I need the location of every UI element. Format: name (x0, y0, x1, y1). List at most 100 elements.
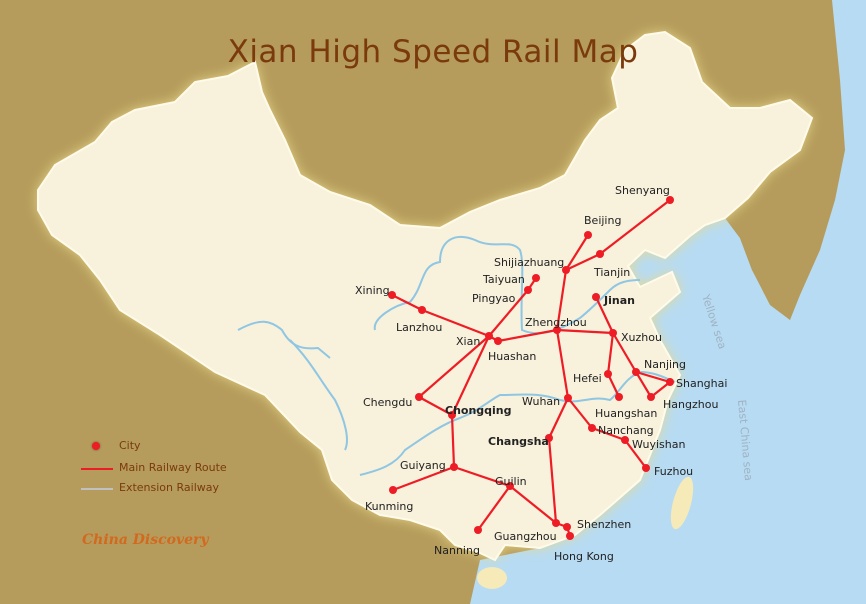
city-label: Nanning (434, 544, 480, 557)
city-label: Huashan (488, 350, 536, 363)
city-label: Jinan (603, 294, 635, 307)
city-guilin: Guilin (495, 475, 527, 490)
city-label: Taiyuan (482, 273, 525, 286)
route-nanchang-wuyishan (591, 426, 626, 442)
legend-extension-label: Extension Railway (119, 481, 219, 494)
sea (470, 0, 866, 604)
korea (725, 170, 805, 320)
city-chengdu: Chengdu (363, 393, 423, 409)
city-dot-icon (545, 434, 553, 442)
china-land (37, 30, 814, 562)
route-nanjing-shanghai (635, 370, 671, 384)
city-dot-icon (532, 274, 540, 282)
city-label: Fuzhou (654, 465, 693, 478)
city-wuhan: Wuhan (522, 394, 572, 408)
railway-routes (391, 199, 671, 537)
hainan (477, 567, 507, 589)
taiwan (670, 476, 694, 530)
city-dot-icon (666, 196, 674, 204)
route-zhengzhou-wuhan (555, 329, 570, 399)
city-dot-icon (621, 436, 629, 444)
city-guangzhou: Guangzhou (494, 519, 560, 543)
city-dot-icon (506, 482, 514, 490)
city-dot-icon (584, 231, 592, 239)
city-dot-icon (588, 424, 596, 432)
city-huashan: Huashan (488, 337, 536, 363)
city-taiyuan: Taiyuan (482, 273, 540, 286)
city-changsha: Changsha (488, 434, 553, 448)
route-wuhan-changsha (548, 397, 569, 439)
route-guiyang-guilin (453, 465, 511, 488)
city-label: Beijing (584, 214, 621, 227)
city-hangzhou: Hangzhou (647, 393, 718, 411)
city-xining: Xining (355, 284, 396, 299)
city-guiyang: Guiyang (400, 459, 458, 472)
city-nanning: Nanning (434, 526, 482, 557)
city-lanzhou: Lanzhou (396, 306, 442, 334)
city-zhengzhou: Zhengzhou (525, 316, 587, 334)
city-dot-icon (474, 526, 482, 534)
city-dot-icon (552, 519, 560, 527)
city-hefei: Hefei (573, 370, 612, 385)
city-shanghai: Shanghai (666, 377, 727, 390)
route-xuzhou-nanjing (612, 332, 637, 373)
city-dot-icon (524, 286, 532, 294)
map-title: Xian High Speed Rail Map (227, 34, 639, 70)
city-wuyishan: Wuyishan (621, 436, 685, 451)
route-xining-lanzhou (391, 294, 423, 311)
city-label: Xuzhou (621, 331, 662, 344)
city-shenzhen: Shenzhen (563, 518, 631, 531)
route-hefei-huangshan (607, 373, 620, 398)
city-nanjing: Nanjing (632, 358, 686, 376)
city-label: Shenyang (615, 184, 670, 197)
city-huangshan: Huangshan (595, 393, 657, 420)
city-label: Hefei (573, 372, 602, 385)
city-dot-icon (494, 337, 502, 345)
city-dot-icon (562, 266, 570, 274)
legend-city-label: City (119, 439, 141, 452)
route-wuyishan-fuzhou (624, 439, 647, 469)
city-label: Tianjin (593, 266, 630, 279)
city-dot-icon (632, 368, 640, 376)
city-xian: Xian (456, 332, 493, 348)
city-dot-icon (592, 293, 600, 301)
route-shijiazhuang-zhengzhou (555, 269, 568, 331)
city-dot-icon (448, 411, 456, 419)
city-chongqing: Chongqing (445, 404, 512, 419)
city-label: Lanzhou (396, 321, 442, 334)
city-dot-icon (553, 326, 561, 334)
city-dot-icon (564, 394, 572, 402)
city-dot-icon (415, 393, 423, 401)
route-guilin-nanning (477, 485, 511, 531)
city-dot-icon (609, 329, 617, 337)
city-dot-icon (604, 370, 612, 378)
route-nanjing-hangzhou (635, 371, 652, 398)
route-jinan-xuzhou (595, 296, 614, 334)
city-dot-icon (450, 463, 458, 471)
city-dot-icon (596, 250, 604, 258)
city-dot-icon (666, 378, 674, 386)
grey-line-icon (81, 488, 113, 490)
city-dot-icon (418, 306, 426, 314)
city-dot-icon (92, 442, 100, 450)
city-label: Hangzhou (663, 398, 718, 411)
city-shijiazhuang: Shijiazhuang (494, 256, 570, 274)
city-label: Chongqing (445, 404, 512, 417)
route-beijing-shijiazhuang (565, 234, 589, 271)
city-label: Chengdu (363, 396, 412, 409)
city-label: Wuyishan (632, 438, 685, 451)
city-nanchang: Nanchang (588, 424, 654, 437)
city-label: Nanjing (644, 358, 686, 371)
city-dot-icon (566, 532, 574, 540)
route-zhengzhou-xuzhou (556, 328, 614, 335)
city-dot-icon (485, 332, 493, 340)
city-label: Shanghai (676, 377, 727, 390)
legend-main-route-label: Main Railway Route (119, 461, 227, 474)
city-label: Changsha (488, 435, 549, 448)
city-label: Guiyang (400, 459, 446, 472)
city-dot-icon (563, 523, 571, 531)
city-kunming: Kunming (365, 486, 413, 513)
city-dot-icon (388, 291, 396, 299)
city-label: Wuhan (522, 395, 560, 408)
